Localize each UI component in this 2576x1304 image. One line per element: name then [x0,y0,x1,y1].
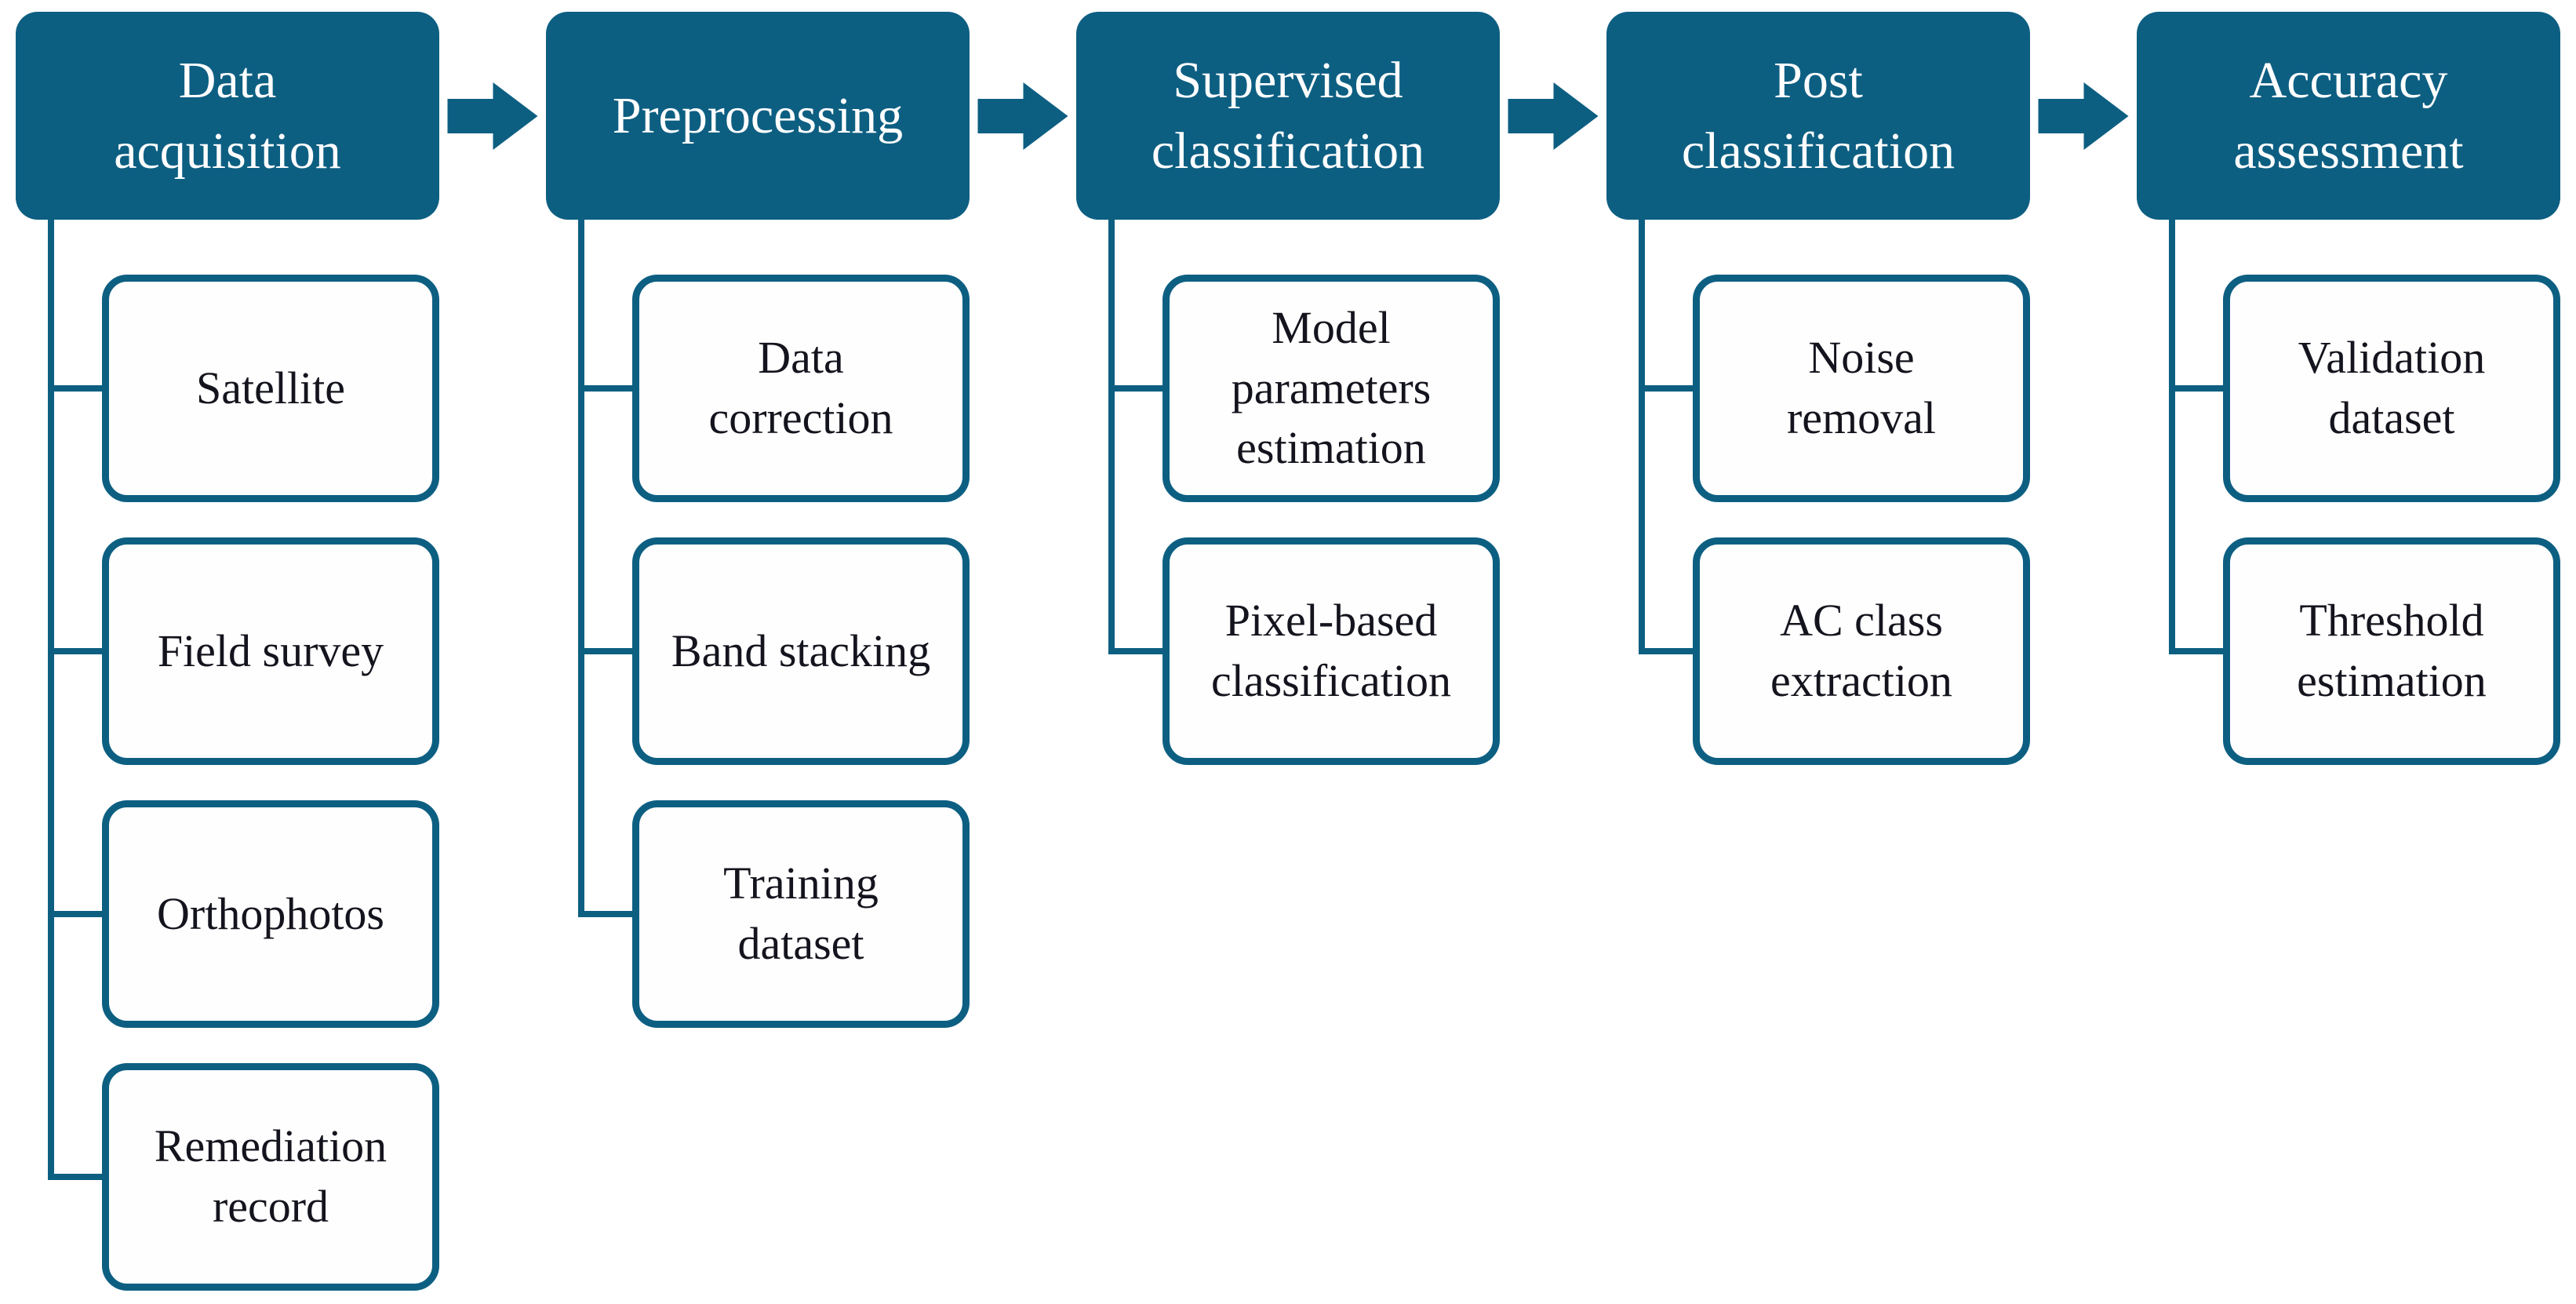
sub-box-label: Satellite [195,362,346,413]
sub-box-threshold-estimation: Threshold estimation [2223,537,2560,765]
connector-vertical-line [578,220,584,917]
connector-stub [48,911,105,917]
sub-box-label: Remediation record [154,1120,387,1232]
sub-box-label: Pixel-based classification [1210,595,1451,706]
arrow-gap [2030,12,2137,1292]
connector-vertical-line [1108,220,1115,654]
connector-stub [2169,385,2226,392]
stage-header-supervised-classification: Supervised classification [1076,12,1500,220]
connector-stub [578,911,635,917]
connector-stub [1639,648,1696,654]
sub-box-label: Threshold estimation [2297,595,2487,706]
connector-vertical-line [2169,220,2175,654]
sub-box-validation-dataset: Validation dataset [2223,275,2560,502]
sub-box-field-survey: Field survey [102,537,439,765]
connector-stub [1108,385,1166,392]
connector-stub [1108,648,1166,654]
stage-title: Post classification [1681,52,1956,180]
right-arrow-icon [1508,82,1599,150]
stage-column-data-acquisition: Data acquisition Satellite Field survey … [16,12,439,1292]
sub-box-data-correction: Data correction [632,275,970,502]
stage-title: Data acquisition [114,52,341,180]
sub-box-band-stacking: Band stacking [632,537,970,765]
stage-column-preprocessing: Preprocessing Data correction Band stack… [546,12,970,1292]
sub-box-label: Field survey [157,625,384,676]
stage-header-accuracy-assessment: Accuracy assessment [2137,12,2560,220]
connector-stub [2169,648,2226,654]
stage-column-supervised-classification: Supervised classification Model paramete… [1076,12,1500,1292]
right-arrow-icon [447,82,538,150]
arrow-gap [970,12,1076,1292]
connector-stub [48,385,105,392]
sub-box-ac-class-extraction: AC class extraction [1693,537,2030,765]
sub-box-orthophotos: Orthophotos [102,800,439,1028]
sub-box-satellite: Satellite [102,275,439,502]
stage-header-data-acquisition: Data acquisition [16,12,439,220]
sub-box-label: Noise removal [1786,332,1937,443]
right-arrow-icon [2038,82,2129,150]
stage-column-post-classification: Post classification Noise removal AC cla… [1606,12,2030,1292]
stage-title: Preprocessing [612,86,904,144]
sub-box-label: Validation dataset [2298,332,2486,443]
connector-stub [48,648,105,654]
sub-box-label: Model parameters estimation [1231,302,1432,474]
stage-column-accuracy-assessment: Accuracy assessment Validation dataset T… [2137,12,2560,1292]
sub-box-label: Data correction [708,332,893,443]
arrow-gap [1500,12,1606,1292]
connector-stub [1639,385,1696,392]
connector-vertical-line [48,220,54,1180]
sub-box-pixel-based-classification: Pixel-based classification [1162,537,1500,765]
sub-box-noise-removal: Noise removal [1693,275,2030,502]
stage-header-post-classification: Post classification [1606,12,2030,220]
connector-stub [48,1174,105,1180]
sub-box-label: Training dataset [723,858,879,969]
right-arrow-icon [977,82,1068,150]
connector-vertical-line [1639,220,1645,654]
sub-box-model-parameters-estimation: Model parameters estimation [1162,275,1500,502]
sub-box-label: Band stacking [671,625,931,676]
sub-box-training-dataset: Training dataset [632,800,970,1028]
sub-box-label: Orthophotos [157,887,384,939]
arrow-gap [439,12,546,1292]
connector-stub [578,385,635,392]
stage-title: Accuracy assessment [2233,52,2464,180]
connector-stub [578,648,635,654]
stage-header-preprocessing: Preprocessing [546,12,970,220]
stage-title: Supervised classification [1151,52,1425,180]
sub-box-remediation-record: Remediation record [102,1063,439,1291]
sub-box-label: AC class extraction [1770,595,1952,706]
